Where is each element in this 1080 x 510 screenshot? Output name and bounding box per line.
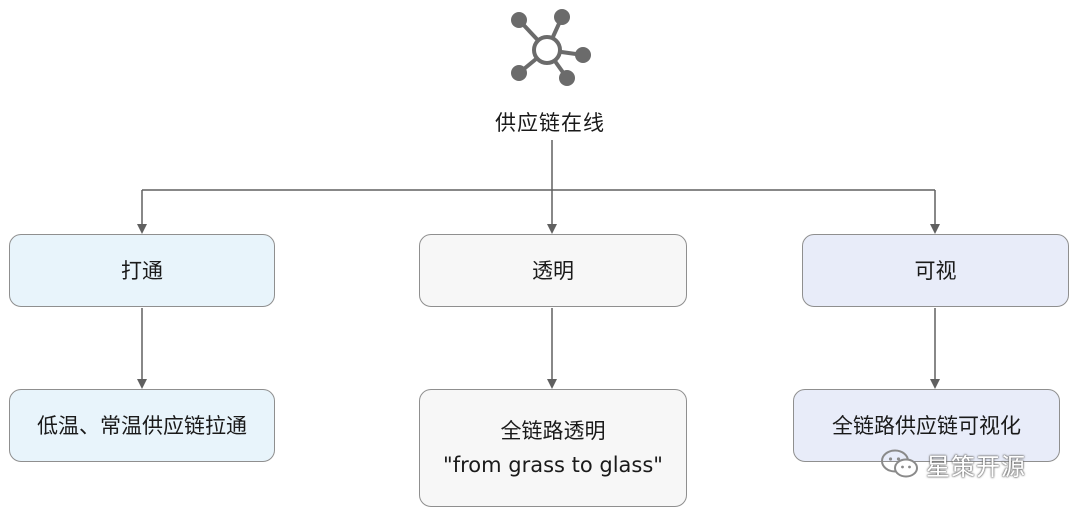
node-toumin-detail-line1: 全链路透明 [500, 419, 606, 443]
root-label: 供应链在线 [495, 111, 605, 135]
node-datong-detail-text: 低温、常温供应链拉通 [37, 413, 247, 438]
network-hub-icon [511, 9, 591, 86]
node-keshi-detail-text: 全链路供应链可视化 [832, 413, 1021, 438]
node-keshi-detail: 全链路供应链可视化 [793, 389, 1060, 462]
node-toumin-label: 透明 [532, 258, 574, 283]
node-toumin: 透明 [419, 234, 687, 307]
watermark: 星策开源 [880, 440, 1026, 488]
node-toumin-detail: 全链路透明 "from grass to glass" [419, 389, 687, 507]
node-toumin-detail-line2: "from grass to glass" [443, 453, 663, 477]
node-keshi-label: 可视 [914, 258, 957, 283]
node-keshi: 可视 [802, 234, 1069, 307]
node-datong-detail: 低温、常温供应链拉通 [9, 389, 275, 462]
node-datong: 打通 [9, 234, 275, 307]
watermark-text: 星策开源 [926, 452, 1026, 481]
wechat-icon [881, 449, 918, 478]
node-datong-label: 打通 [121, 258, 163, 283]
